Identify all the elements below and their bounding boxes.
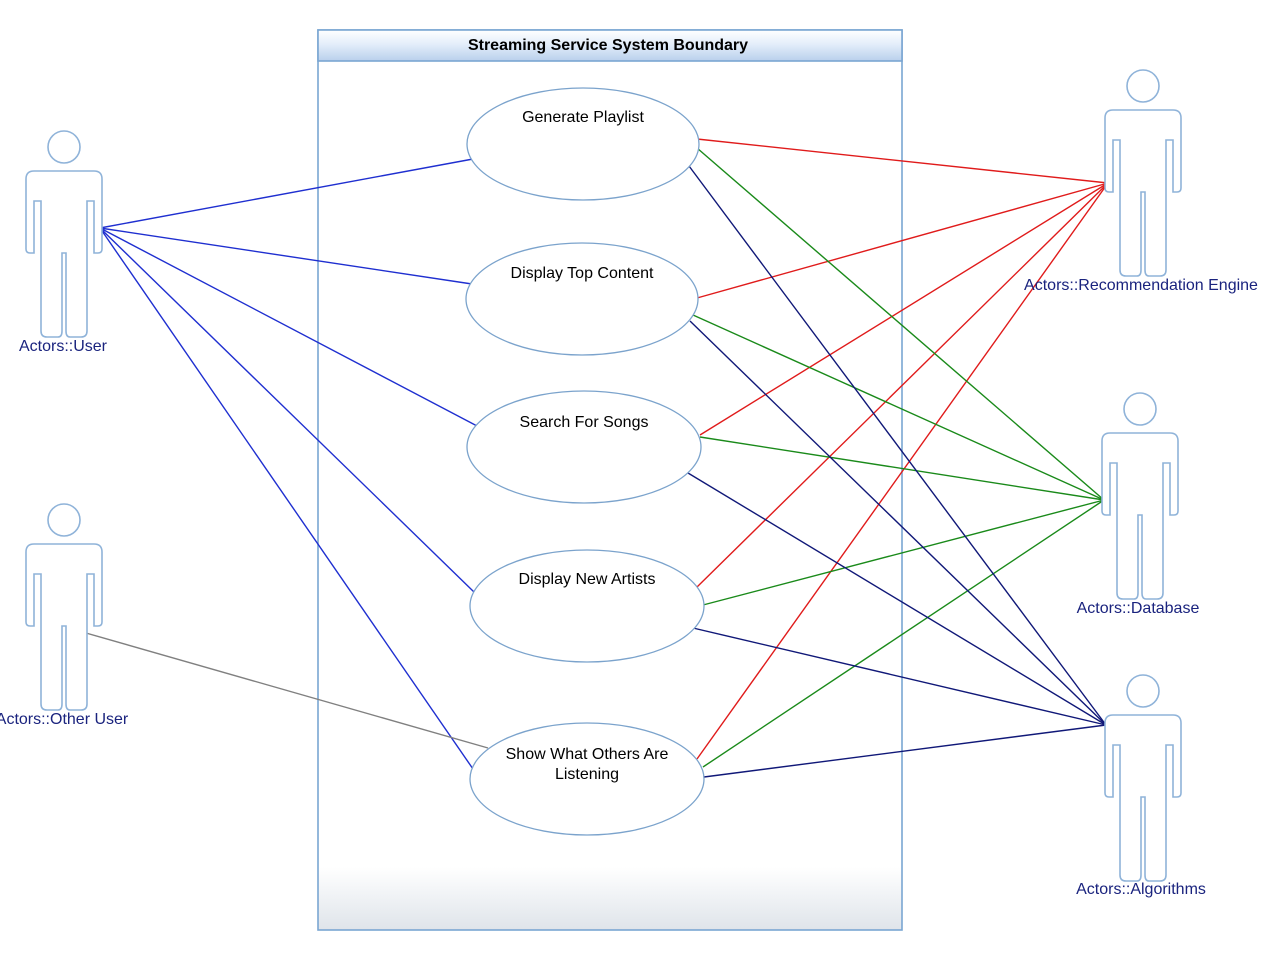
actor-recommendation-engine[interactable]: Actors::Recommendation Engine [1024, 69, 1258, 294]
use-case-label-line: Display Top Content [511, 265, 654, 282]
actor-figure-icon [1104, 109, 1182, 277]
actor-label: Actors::Database [1077, 600, 1200, 617]
association-user-search-for-songs [99, 227, 480, 428]
actor-head-icon [1126, 69, 1160, 103]
use-case-label-line: Listening [555, 766, 619, 783]
association-recommendation-engine-search-for-songs [699, 182, 1109, 436]
association-database-generate-playlist [696, 147, 1105, 501]
use-case-label-line: Generate Playlist [522, 109, 644, 126]
association-other-user-show-what-others-are-listening [85, 632, 489, 749]
association-recommendation-engine-generate-playlist [696, 138, 1109, 184]
use-case-display-new-artists[interactable]: Display New Artists [469, 549, 705, 663]
association-user-display-new-artists [99, 227, 475, 593]
use-case-ellipse [466, 390, 702, 504]
association-user-show-what-others-are-listening [99, 227, 474, 770]
use-case-generate-playlist[interactable]: Generate Playlist [466, 87, 700, 201]
association-database-show-what-others-are-listening [702, 499, 1105, 768]
association-algorithms-search-for-songs [687, 472, 1107, 726]
use-case-label-line: Display New Artists [519, 571, 656, 588]
actor-head-icon [47, 130, 81, 164]
use-case-label: Display Top Content [511, 265, 654, 282]
association-database-display-top-content [692, 314, 1105, 501]
use-case-label: Display New Artists [519, 571, 656, 588]
association-database-display-new-artists [702, 499, 1105, 606]
actor-figure-icon [25, 543, 103, 711]
association-lines [85, 138, 1109, 778]
actor-figure-icon [1104, 714, 1182, 882]
association-algorithms-display-new-artists [692, 627, 1107, 726]
association-recommendation-engine-display-new-artists [695, 182, 1109, 589]
use-case-label-line: Search For Songs [520, 414, 649, 431]
actor-head-icon [1126, 674, 1160, 708]
actor-user[interactable]: Actors::User [19, 130, 108, 355]
actor-label: Actors::Algorithms [1076, 881, 1206, 898]
association-algorithms-display-top-content [689, 320, 1107, 726]
use-case-label-line: Show What Others Are [506, 746, 669, 763]
use-case-ellipse [466, 87, 700, 201]
association-recommendation-engine-display-top-content [696, 182, 1109, 299]
system-boundary-header [317, 29, 903, 62]
association-recommendation-engine-show-what-others-are-listening [696, 182, 1109, 760]
actor-label: Actors::User [19, 338, 108, 355]
association-user-display-top-content [99, 227, 473, 285]
association-user-generate-playlist [99, 158, 474, 229]
use-case-label: Generate Playlist [522, 109, 644, 126]
system-boundary-title: Streaming Service System Boundary [468, 37, 748, 54]
actor-algorithms[interactable]: Actors::Algorithms [1076, 674, 1206, 898]
actor-label: Actors::Recommendation Engine [1024, 277, 1258, 294]
actor-database[interactable]: Actors::Database [1077, 392, 1200, 617]
association-database-search-for-songs [699, 436, 1105, 501]
actor-figure-icon [25, 170, 103, 338]
actor-head-icon [1123, 392, 1157, 426]
use-case-ellipse [469, 722, 705, 836]
actor-other-user[interactable]: Actors::Other User [0, 503, 129, 728]
actor-label: Actors::Other User [0, 711, 129, 728]
use-case-search-for-songs[interactable]: Search For Songs [466, 390, 702, 504]
use-case-display-top-content[interactable]: Display Top Content [465, 242, 699, 356]
actor-figure-icon [1101, 432, 1179, 600]
association-algorithms-show-what-others-are-listening [703, 724, 1107, 778]
association-algorithms-generate-playlist [688, 165, 1107, 726]
actor-head-icon [47, 503, 81, 537]
use-case-label: Search For Songs [520, 414, 649, 431]
use-case-ellipse [469, 549, 705, 663]
use-case-ellipse [465, 242, 699, 356]
